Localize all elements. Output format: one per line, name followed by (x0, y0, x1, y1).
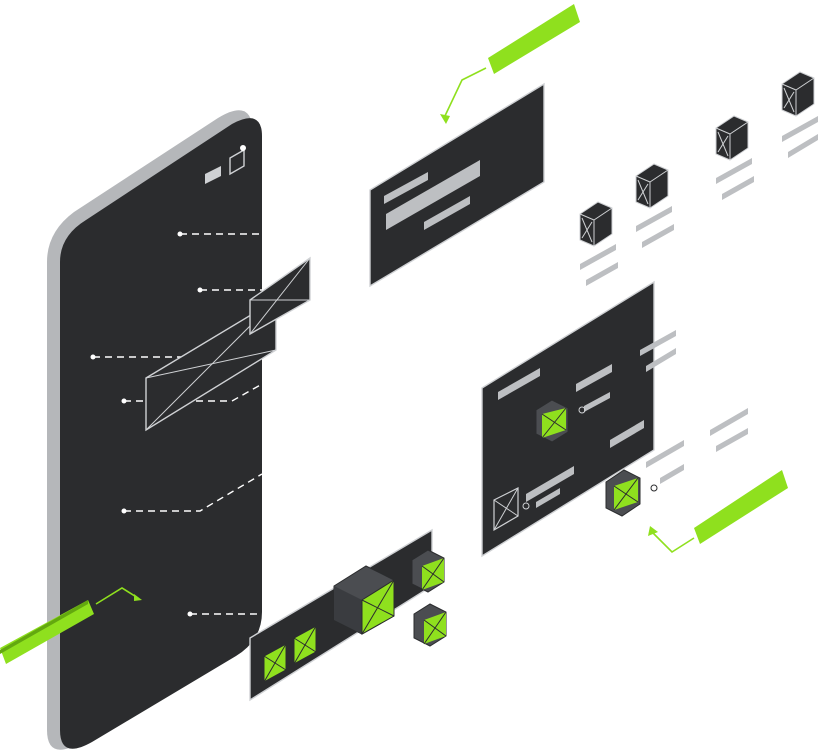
cube-icon (605, 469, 641, 517)
cube-label-bars (580, 116, 818, 286)
phone-screen (60, 118, 262, 749)
right-arrow-icon (648, 470, 788, 554)
cube-icon (333, 565, 395, 635)
header-card (369, 82, 545, 288)
image-placeholder-small-icon (249, 256, 311, 336)
content-card (481, 280, 655, 558)
phone-status-icons (205, 145, 246, 184)
cube-icon (579, 71, 815, 247)
card-side-tabs (640, 330, 748, 492)
image-placeholder-icon (145, 298, 277, 432)
top-arrow-icon (440, 4, 580, 124)
phone-mockup-icon (47, 110, 263, 750)
cube-icon (411, 549, 445, 593)
arrow-icon (0, 587, 142, 664)
cube-icon (413, 603, 447, 647)
